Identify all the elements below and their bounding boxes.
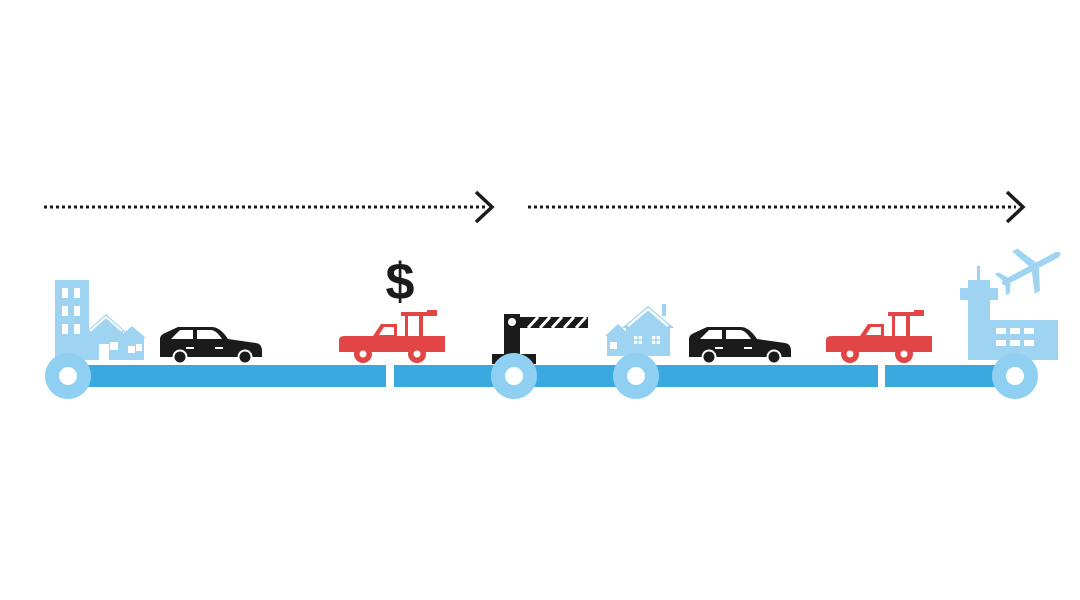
- route-node-icon: [45, 353, 91, 399]
- dotted-arrow-icon: [44, 190, 495, 224]
- dollar-icon: $: [386, 253, 415, 311]
- route-node-icon: [491, 353, 537, 399]
- dotted-arrow-icon: [528, 190, 1026, 224]
- car-icon: [160, 327, 262, 365]
- house-icon: [605, 324, 631, 356]
- route-nodes: [45, 353, 1038, 399]
- airport-control-tower-icon: [960, 266, 1058, 360]
- car-icon: [689, 327, 791, 365]
- route-node-icon: [992, 353, 1038, 399]
- route-node-icon: [613, 353, 659, 399]
- houses-icon: [86, 314, 146, 360]
- house-icon: [620, 302, 676, 358]
- airplane-icon: [994, 248, 1061, 296]
- road: [68, 365, 1015, 387]
- city-buildings-icon: [55, 280, 89, 360]
- tow-truck-icon: [339, 310, 445, 363]
- tow-truck-icon: [826, 310, 932, 363]
